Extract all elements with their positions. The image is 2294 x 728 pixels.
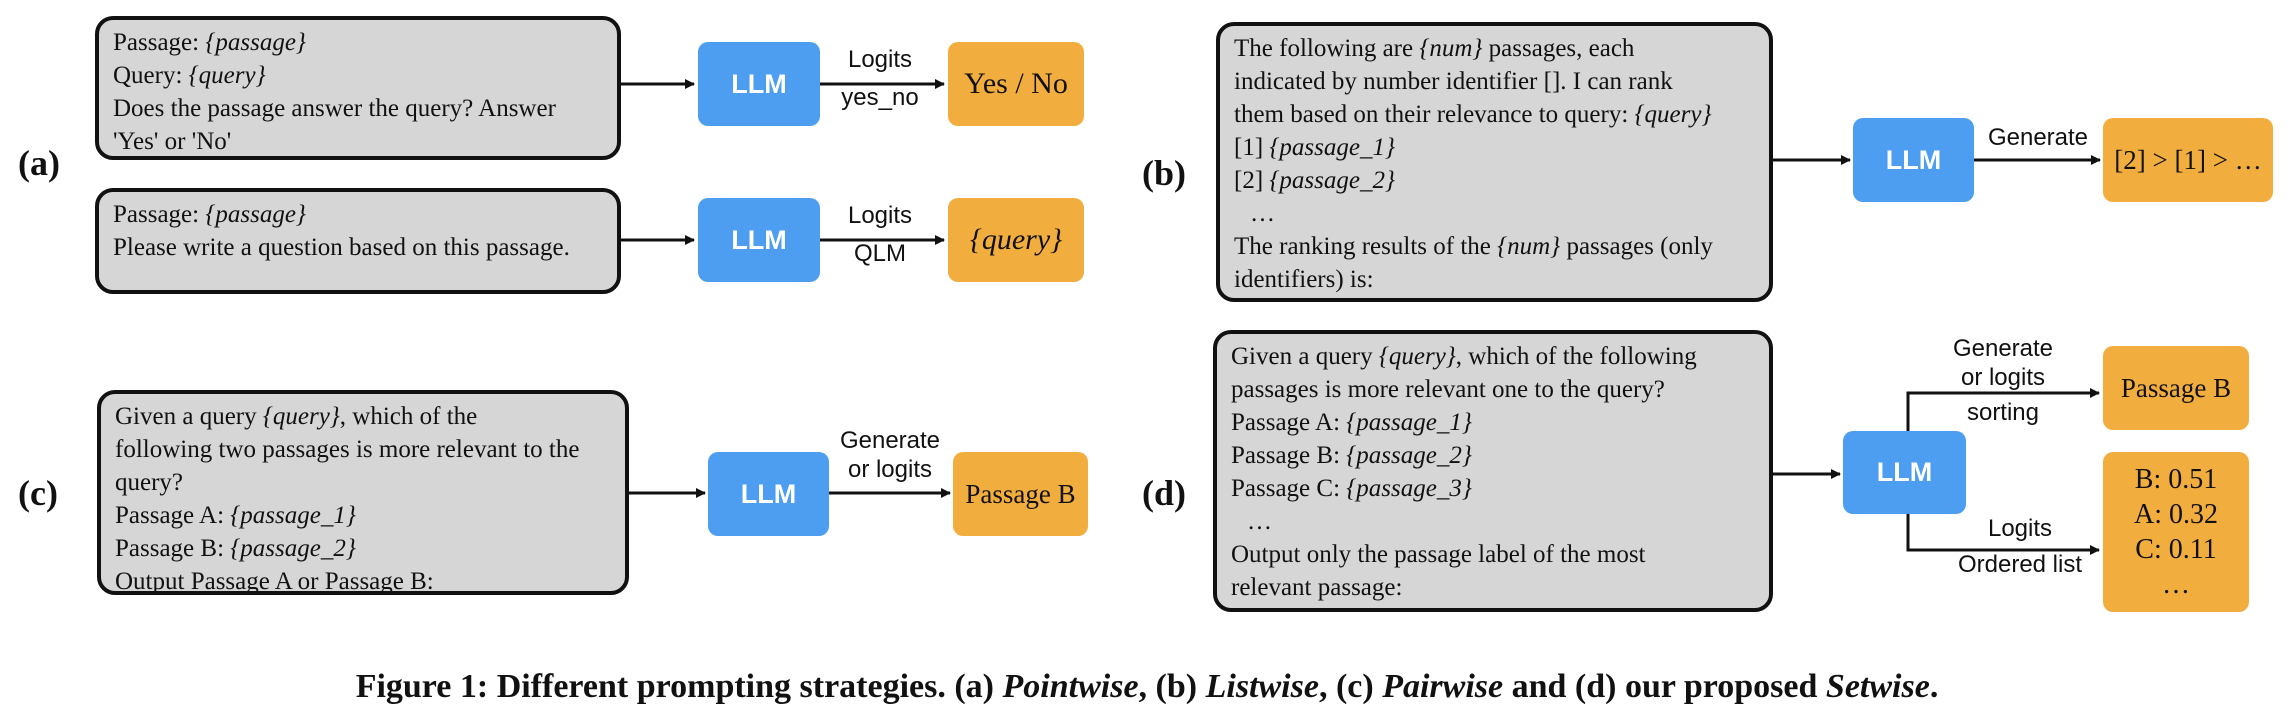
llm-node-a2: LLM (698, 198, 820, 282)
edge-label-top: Generate (1952, 335, 2054, 362)
edge-label-c: Generate or logits (830, 426, 950, 484)
caption-pointwise: Pointwise (1002, 668, 1139, 705)
output-node-yes-no: Yes / No (948, 42, 1084, 126)
panel-label-d: (d) (1142, 473, 1186, 513)
edge-label-b: Generate (1978, 124, 2098, 152)
prompt-line: Output only the passage label of the mos… (1231, 541, 1646, 568)
llm-node-d: LLM (1843, 431, 1966, 514)
caption-setwise: Setwise (1825, 668, 1930, 705)
llm-node-b: LLM (1853, 118, 1974, 202)
llm-node-a1: LLM (698, 42, 820, 126)
score-item: C: 0.11 (2135, 534, 2217, 565)
edge-label-top: Logits (847, 202, 913, 229)
edge-label-d-upper: Generate or logits sorting (1928, 334, 2078, 427)
prompt-line: query? (115, 469, 184, 496)
prompt-box-pointwise-yes-no: Passage: {passage} Query: {query} Does t… (95, 16, 621, 160)
prompt-line: Output Passage A or Passage B: (115, 568, 434, 595)
edge-label-top: Logits (1987, 515, 2053, 542)
edge-label-bottom: QLM (853, 240, 906, 267)
caption-text: and (d) our proposed (1503, 668, 1826, 705)
edge-label-top: or logits (1960, 364, 2046, 391)
edge-label-top: Generate (839, 427, 941, 454)
prompt-line: Query: {query} (113, 62, 266, 89)
prompt-line: The ranking results of the {num} passage… (1234, 233, 1713, 260)
edge-label-d-lower: Logits Ordered list (1940, 515, 2100, 579)
prompt-line: The following are {num} passages, each (1234, 35, 1635, 62)
prompt-line: … (1247, 508, 1272, 535)
prompt-line: [2] {passage_2} (1234, 167, 1395, 194)
edge-label-bottom: Ordered list (1957, 551, 2083, 578)
edge-label-top: Logits (847, 46, 913, 73)
score-item: … (2162, 569, 2190, 600)
caption-text: , (c) (1318, 668, 1383, 705)
arrow-d-llm-to-lower-output (1906, 514, 2100, 555)
edge-label-a2: Logits QLM (830, 202, 930, 268)
edge-label-top: or logits (847, 456, 933, 483)
prompt-line: [1] {passage_1} (1234, 134, 1395, 161)
prompt-line: Passage B: {passage_2} (115, 535, 356, 562)
prompt-line: Given a query {query}, which of the foll… (1231, 343, 1697, 370)
arrow-d-llm-to-upper-output (1906, 388, 2100, 431)
score-item: A: 0.32 (2134, 499, 2218, 530)
output-node-scores: B: 0.51 A: 0.32 C: 0.11 … (2103, 452, 2249, 612)
prompt-line: Passage B: {passage_2} (1231, 442, 1472, 469)
caption-listwise: Listwise (1205, 668, 1319, 705)
caption-text: Figure 1: Different prompting strategies… (355, 668, 1003, 705)
prompt-line: Please write a question based on this pa… (113, 234, 570, 261)
panel-label-b: (b) (1142, 153, 1186, 193)
prompt-line: passages is more relevant one to the que… (1231, 376, 1665, 403)
output-node-passage-b: Passage B (953, 452, 1088, 536)
prompt-box-pairwise: Given a query {query}, which of the foll… (97, 390, 629, 595)
edge-label-bottom: sorting (1966, 399, 2040, 426)
output-node-query: {query} (948, 198, 1084, 282)
figure-caption: Figure 1: Different prompting strategies… (0, 668, 2294, 706)
prompt-box-setwise: Given a query {query}, which of the foll… (1213, 330, 1773, 612)
score-item: B: 0.51 (2134, 464, 2218, 495)
caption-pairwise: Pairwise (1382, 668, 1504, 705)
edge-label-a1: Logits yes_no (830, 46, 930, 112)
prompt-line: indicated by number identifier []. I can… (1234, 68, 1673, 95)
prompt-line: Passage: {passage} (113, 29, 306, 56)
edge-label-bottom: yes_no (841, 84, 919, 111)
panel-label-a: (a) (18, 143, 60, 183)
prompt-line: Passage A: {passage_1} (115, 502, 356, 529)
prompt-line: Does the passage answer the query? Answe… (113, 95, 556, 122)
prompt-line: following two passages is more relevant … (115, 436, 580, 463)
prompt-line: Passage A: {passage_1} (1231, 409, 1472, 436)
prompt-line: Passage: {passage} (113, 201, 306, 228)
prompt-line: identifiers) is: (1234, 266, 1374, 293)
prompt-line: Passage C: {passage_3} (1231, 475, 1472, 502)
panel-label-c: (c) (18, 473, 58, 513)
prompt-line: them based on their relevance to query: … (1234, 101, 1712, 128)
output-text: {query} (969, 223, 1063, 256)
prompt-line: relevant passage: (1231, 574, 1403, 601)
prompt-line: Given a query {query}, which of the (115, 403, 478, 430)
edge-label-top: Generate (1987, 124, 2089, 151)
caption-text: , (b) (1138, 668, 1206, 705)
llm-node-c: LLM (708, 452, 829, 536)
output-node-d-passage-b: Passage B (2103, 346, 2249, 430)
caption-text: . (1929, 668, 1939, 705)
prompt-box-pointwise-qlm: Passage: {passage} Please write a questi… (95, 188, 621, 294)
prompt-line: 'Yes' or 'No' (113, 128, 232, 155)
prompt-line: … (1250, 200, 1275, 227)
prompt-box-listwise: The following are {num} passages, each i… (1216, 22, 1773, 302)
output-node-ranking: [2] > [1] > … (2103, 118, 2273, 202)
